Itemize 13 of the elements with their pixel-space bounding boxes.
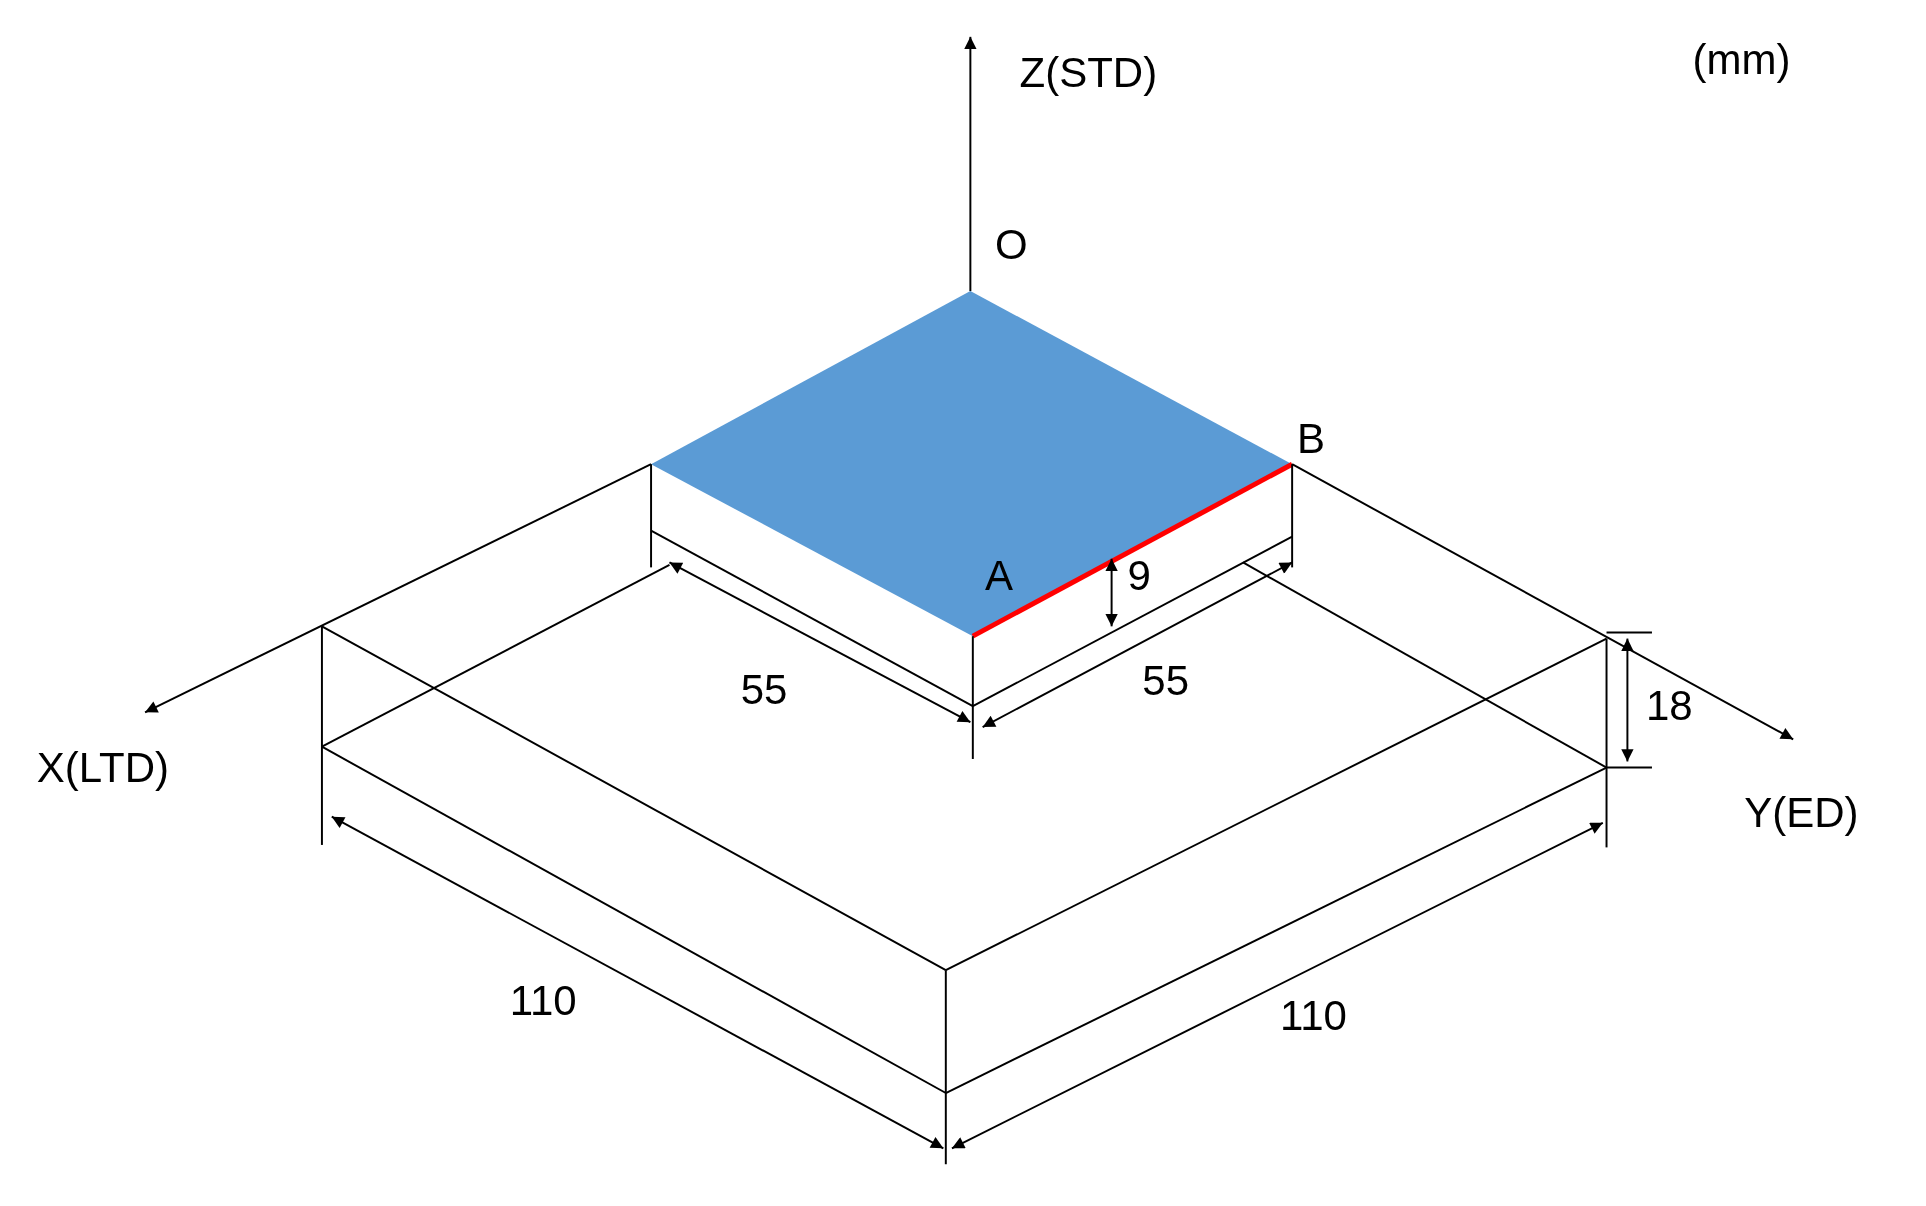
dimension-value: 110	[1279, 994, 1347, 1037]
dimension-value: 55	[1142, 659, 1190, 702]
dimension-value: 18	[1645, 685, 1693, 728]
axis-label: Z(STD)	[1019, 51, 1158, 94]
dimension-value: 9	[1127, 555, 1151, 598]
point-label: A	[985, 555, 1014, 598]
point-label: B	[1297, 417, 1326, 460]
dimension-value: 110	[509, 980, 577, 1023]
unit-label: (mm)	[1692, 39, 1791, 82]
axis-label: X(LTD)	[36, 746, 170, 789]
point-label: O	[994, 223, 1028, 266]
axis-label: Y(ED)	[1744, 792, 1859, 835]
dimension-value: 55	[740, 669, 788, 712]
